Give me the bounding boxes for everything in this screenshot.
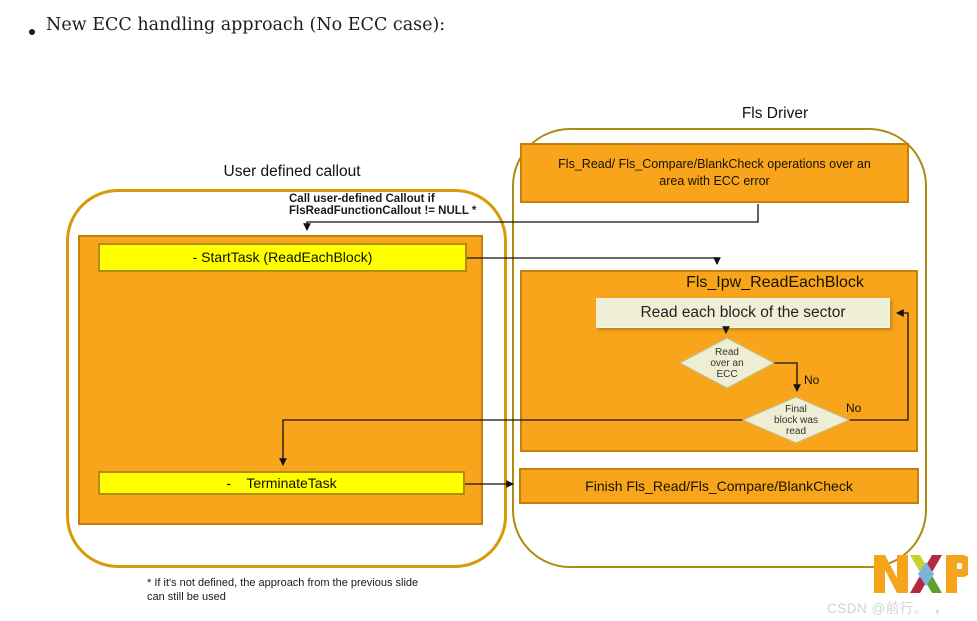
- nxp-x-blue-center: [918, 562, 934, 586]
- ecc-operations-line1: Fls_Read/ Fls_Compare/BlankCheck operati…: [558, 157, 871, 171]
- callout-note-line1: Call user-defined Callout if: [289, 193, 435, 205]
- start-task-bar: - StartTask (ReadEachBlock): [98, 243, 467, 272]
- footnote: * If it's not defined, the approach from…: [147, 577, 418, 604]
- decision-read-ecc-label: Read over an ECC: [687, 347, 767, 380]
- decision-final-line1: Final: [785, 404, 807, 415]
- nxp-letter-n: [874, 555, 908, 593]
- ecc-operations-box: Fls_Read/ Fls_Compare/BlankCheck operati…: [520, 143, 909, 203]
- ecc-operations-line2: area with ECC error: [659, 174, 770, 188]
- finish-box: Finish Fls_Read/Fls_Compare/BlankCheck: [519, 468, 919, 504]
- fls-driver-header: Fls Driver: [741, 105, 809, 122]
- decision-ecc-line3: ECC: [716, 369, 738, 380]
- footnote-line2: can still be used: [147, 590, 226, 603]
- ipw-title: Fls_Ipw_ReadEachBlock: [686, 274, 864, 291]
- user-callout-container: [66, 189, 507, 568]
- slide-bullet-text: New ECC handling approach (No ECC case):: [46, 15, 446, 35]
- csdn-watermark-text: CSDN @前行。: [827, 601, 921, 616]
- decision-ecc-line1: Read: [715, 347, 739, 358]
- csdn-watermark: CSDN @前行。 ，: [827, 597, 948, 617]
- decision-final-block-label: Final block was read: [756, 404, 836, 437]
- decision-final-line2: block was: [774, 415, 818, 426]
- decision-ecc-line2: over an: [710, 358, 744, 369]
- callout-note: Call user-defined Callout if FlsReadFunc…: [289, 193, 476, 217]
- read-each-block-step: Read each block of the sector: [596, 298, 890, 328]
- terminate-task-bar: - TerminateTask: [98, 471, 465, 495]
- no-label-final-decision: No: [846, 401, 862, 415]
- nxp-logo: [874, 555, 968, 593]
- callout-note-line2: FlsReadFunctionCallout != NULL *: [289, 205, 477, 217]
- csdn-watermark-suffix: ，: [933, 601, 948, 616]
- user-defined-callout-header: User defined callout: [223, 163, 361, 180]
- no-label-ecc-decision: No: [804, 373, 820, 387]
- nxp-letter-p: [946, 555, 968, 593]
- bullet-dot: [29, 29, 35, 35]
- footnote-line1: * If it's not defined, the approach from…: [147, 577, 419, 589]
- fls-driver-container: [512, 128, 927, 568]
- decision-final-line3: read: [785, 426, 806, 437]
